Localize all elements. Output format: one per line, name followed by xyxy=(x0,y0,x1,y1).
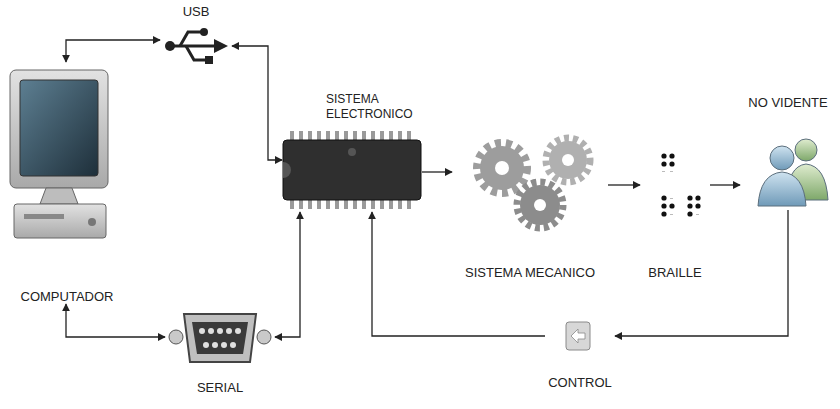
control-node: CONTROL xyxy=(545,318,615,390)
usb-symbol xyxy=(165,28,228,64)
connector-arrow xyxy=(422,171,452,172)
chip-illustration xyxy=(283,131,421,209)
gears-illustration xyxy=(477,138,590,228)
connector-arrow xyxy=(608,184,640,185)
connector-arrow xyxy=(275,212,300,337)
connector-arrow xyxy=(66,304,165,337)
user-node: NO VIDENTE xyxy=(740,95,836,210)
braille-node: BRAILLE xyxy=(640,145,710,280)
node-label: CONTROL xyxy=(548,375,612,390)
node-label: BRAILLE xyxy=(648,265,701,280)
connector-arrow xyxy=(710,184,740,185)
connector-arrow xyxy=(66,40,160,62)
node-label: SERIAL xyxy=(197,380,243,395)
braille-dots xyxy=(661,153,700,216)
serial-connector xyxy=(169,314,271,362)
mechanism-node: SISTEMA MECANICO xyxy=(452,135,608,280)
node-label: SISTEMA ELECTRONICO xyxy=(326,92,413,122)
usb-node: USB xyxy=(160,4,232,68)
computer-node: COMPUTADOR xyxy=(4,62,130,304)
serial-node: SERIAL xyxy=(165,305,275,395)
node-label: COMPUTADOR xyxy=(21,289,114,304)
node-label: SISTEMA MECANICO xyxy=(465,265,595,280)
control-icon xyxy=(566,322,590,350)
connector-arrow xyxy=(615,210,788,336)
connector-arrow xyxy=(232,46,282,160)
node-label: NO VIDENTE xyxy=(748,95,827,110)
computer-icon xyxy=(10,70,108,238)
chip-node: SISTEMA ELECTRONICO xyxy=(282,92,422,212)
people-icon xyxy=(758,139,828,206)
node-label: USB xyxy=(183,4,210,19)
